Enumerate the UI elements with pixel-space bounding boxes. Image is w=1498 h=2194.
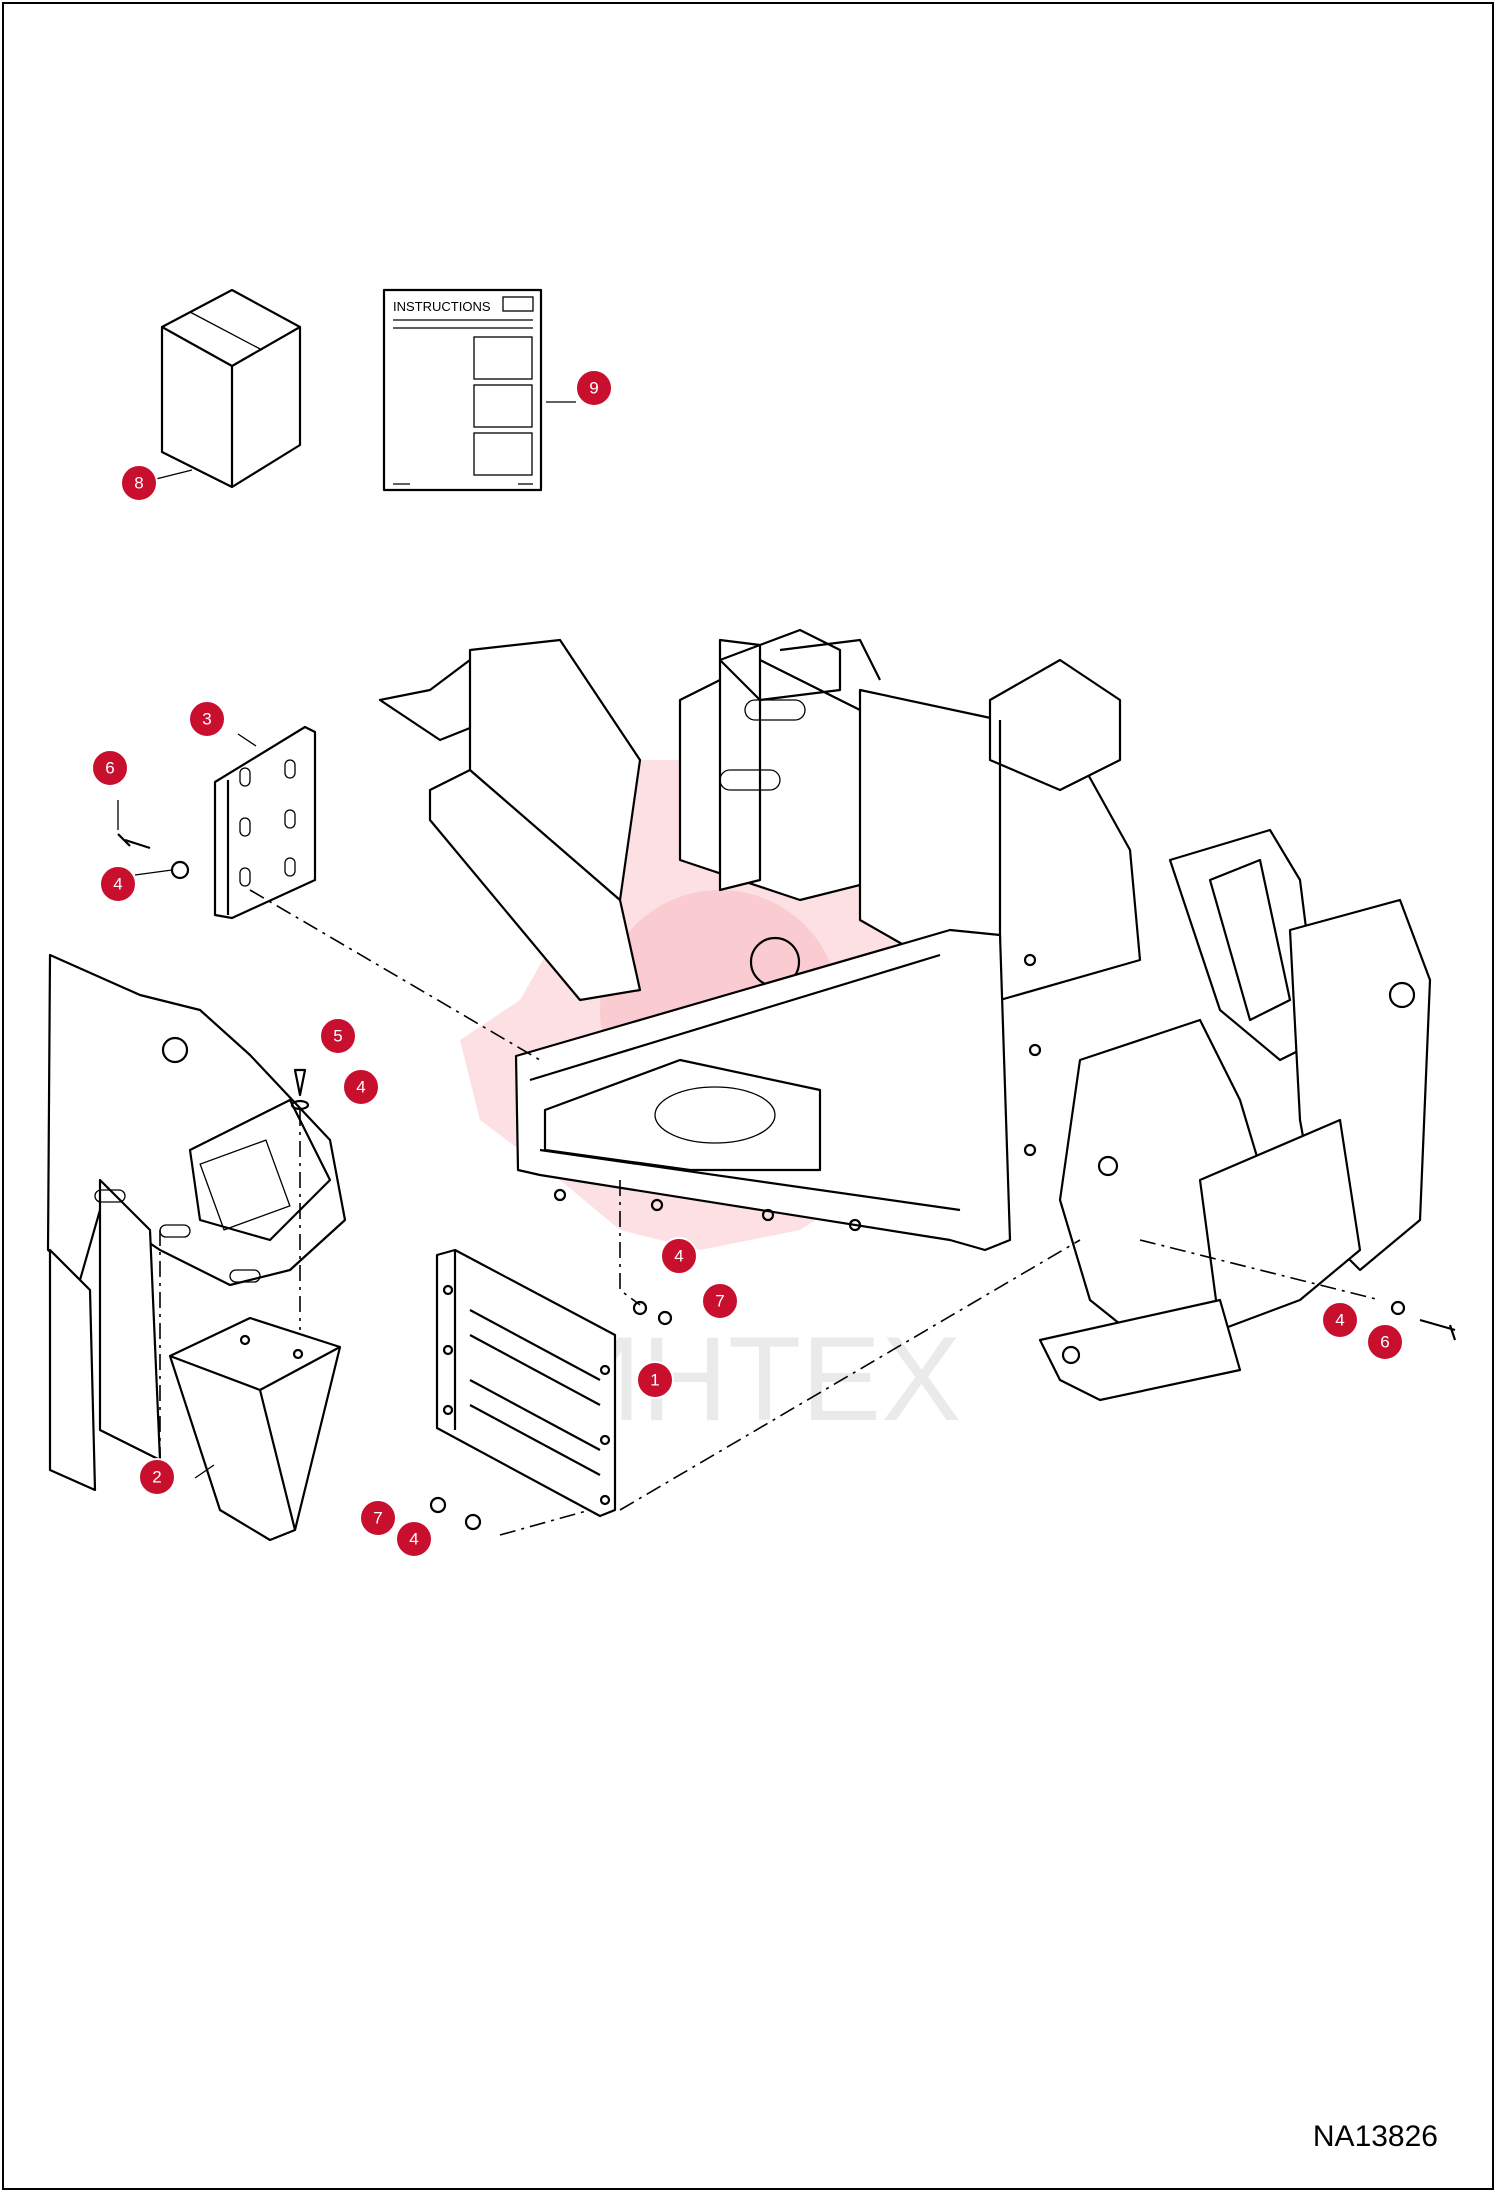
svg-text:9: 9 <box>589 379 598 398</box>
part-instructions-sheet-9: INSTRUCTIONS <box>382 288 576 492</box>
part-wedge-2 <box>168 1316 342 1542</box>
callout-8[interactable]: 8 <box>120 464 158 502</box>
callout-1[interactable]: 1 <box>636 1361 674 1399</box>
svg-text:4: 4 <box>356 1078 365 1097</box>
callout-markers: 8 9 3 6 4 5 4 4 7 1 2 7 4 4 6 <box>91 369 1404 1558</box>
part-box-8 <box>151 288 302 489</box>
svg-text:2: 2 <box>152 1468 161 1487</box>
callout-5[interactable]: 5 <box>319 1017 357 1055</box>
bolt-and-washer-left <box>117 800 190 880</box>
svg-text:6: 6 <box>105 759 114 778</box>
svg-text:7: 7 <box>715 1292 724 1311</box>
svg-text:4: 4 <box>674 1247 683 1266</box>
callout-7[interactable]: 7 <box>359 1499 397 1537</box>
callout-7[interactable]: 7 <box>701 1282 739 1320</box>
svg-text:5: 5 <box>333 1027 342 1046</box>
callout-6[interactable]: 6 <box>1366 1323 1404 1361</box>
svg-text:4: 4 <box>409 1530 418 1549</box>
callout-4[interactable]: 4 <box>395 1520 433 1558</box>
callout-4[interactable]: 4 <box>1321 1301 1359 1339</box>
svg-text:1: 1 <box>650 1371 659 1390</box>
fasteners <box>290 1068 1457 1531</box>
callout-4[interactable]: 4 <box>342 1068 380 1106</box>
callout-4[interactable]: 4 <box>99 865 137 903</box>
assembly-lines <box>159 889 1381 1536</box>
callout-3[interactable]: 3 <box>188 700 226 738</box>
svg-text:8: 8 <box>134 474 143 493</box>
callout-2[interactable]: 2 <box>138 1458 176 1496</box>
callout-4[interactable]: 4 <box>660 1237 698 1275</box>
drawing-id-label: NA13826 <box>1312 2120 1438 2153</box>
svg-text:4: 4 <box>113 875 122 894</box>
part-1-upper-rail <box>514 928 1042 1252</box>
main-frame-assembly <box>378 628 1432 1402</box>
part-1-ladder-bracket <box>435 1248 617 1518</box>
svg-text:6: 6 <box>1380 1333 1389 1352</box>
callout-6[interactable]: 6 <box>91 749 129 787</box>
svg-text:4: 4 <box>1335 1311 1344 1330</box>
watermark-text: ИНТЕХ <box>555 1312 961 1446</box>
callout-9[interactable]: 9 <box>575 369 613 407</box>
instructions-sheet-title: INSTRUCTIONS <box>393 299 491 314</box>
left-frame-section <box>46 953 347 1492</box>
svg-text:7: 7 <box>373 1509 382 1528</box>
part-plate-3 <box>213 725 317 920</box>
svg-text:3: 3 <box>202 710 211 729</box>
